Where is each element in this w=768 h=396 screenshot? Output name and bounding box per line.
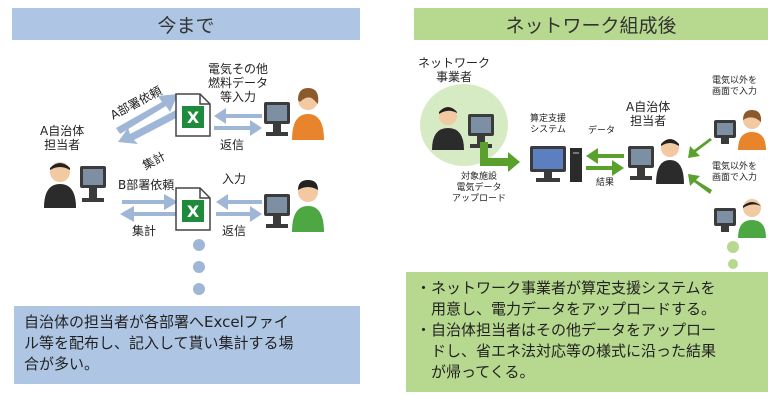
other-input-1-line1: 電気以外を [712, 76, 758, 86]
data-label: データ [588, 126, 616, 136]
left-header-title: 今まで [157, 14, 215, 37]
upload-label: 対象施設電気データアップロード [452, 172, 506, 205]
input-bottom-label: 入力 [222, 172, 247, 186]
tally-b-label: 集計 [132, 224, 157, 238]
right-summary-line5: が帰ってくる。 [416, 363, 535, 381]
excel-file-icon-bottom: X [175, 187, 211, 231]
tally-a-label: 集計 [140, 149, 168, 173]
dept-a-arrows [116, 94, 180, 144]
other-input-label-2: 電気以外を画面で入力 [712, 162, 757, 184]
right-header: ネットワーク組成後 [414, 8, 768, 40]
upload-label-line2: 電気データ [456, 183, 502, 193]
dept-b-arrows [120, 194, 178, 222]
left-summary-box: 自治体の担当者が各部署へExcelファイ ル等を配布し、記入して貰い集計する場 … [14, 306, 360, 384]
right-header-title: ネットワーク組成後 [505, 14, 677, 37]
left-summary-line1: 自治体の担当者が各部署へExcelファイ [24, 313, 289, 331]
department-person-icon-bottom [264, 180, 324, 232]
right-summary-line4: ドし、省エネ法対応等の様式に沿った結果 [416, 342, 717, 360]
reply-bottom-label: 返信 [222, 224, 247, 238]
continuation-dots-left [193, 239, 205, 295]
system-label-line1: 算定支援 [530, 114, 567, 124]
other-input-label-1: 電気以外を画面で入力 [712, 76, 757, 98]
system-label: 算定支援システム [530, 114, 566, 136]
svg-text:X: X [187, 202, 200, 221]
reply-top-label: 返信 [220, 138, 245, 152]
right-summary-line3: ・自治体担当者はその他データをアップロー [416, 321, 717, 339]
calculation-system-icon [530, 146, 582, 182]
svg-text:X: X [187, 108, 200, 127]
left-summary-line2: ル等を配布し、記入して貰い集計する場 [24, 334, 294, 352]
input-top-label: 電気その他燃料データ等入力 [208, 62, 268, 104]
input-top-line3: 等入力 [220, 90, 257, 104]
upload-arrow [480, 142, 520, 172]
input-top-line2: 燃料データ [208, 76, 269, 90]
operator-label-line2: 事業者 [436, 70, 473, 84]
continuation-dots-right [727, 241, 739, 269]
dept-b-request-label: B部署依頼 [118, 178, 175, 192]
other-dept-arrows [688, 138, 712, 194]
official-person-icon-right [628, 139, 684, 184]
left-official-label-line2: 担当者 [44, 138, 81, 152]
data-result-arrows [586, 148, 624, 176]
right-official-label: A自治体担当者 [626, 100, 670, 128]
operator-label-line1: ネットワーク [418, 56, 491, 70]
right-official-label-line2: 担当者 [630, 114, 667, 128]
right-summary-line2: 用意し、電力データをアップロードする。 [416, 300, 717, 318]
official-person-icon [44, 162, 106, 208]
other-input-1-line2: 画面で入力 [712, 87, 758, 97]
operator-label: ネットワーク事業者 [418, 56, 490, 84]
right-summary-line1: ・ネットワーク事業者が算定支援システムを [416, 279, 716, 297]
right-official-label-line1: A自治体 [626, 100, 671, 114]
left-official-label-line1: A自治体 [40, 124, 85, 138]
department-person-icon-right-bottom [714, 199, 766, 238]
department-person-icon-top [264, 88, 324, 140]
upload-label-line3: アップロード [452, 194, 507, 204]
excel-file-icon-top: X [175, 93, 211, 137]
input-top-line1: 電気その他 [208, 62, 269, 76]
other-input-2-line2: 画面で入力 [712, 173, 758, 183]
left-official-label: A自治体担当者 [40, 124, 84, 152]
other-input-2-line1: 電気以外を [712, 162, 758, 172]
department-person-icon-right-top [714, 110, 766, 150]
system-label-line2: システム [530, 125, 566, 135]
left-header: 今まで [12, 8, 360, 40]
upload-label-line1: 対象施設 [461, 172, 498, 182]
result-label: 結果 [596, 178, 615, 188]
input-reply-arrows-top [214, 108, 262, 136]
input-reply-arrows-bottom [216, 194, 262, 222]
left-summary-line3: 合が多い。 [24, 355, 100, 373]
right-summary-box: ・ネットワーク事業者が算定支援システムを 用意し、電力データをアップロードする。… [406, 272, 768, 392]
